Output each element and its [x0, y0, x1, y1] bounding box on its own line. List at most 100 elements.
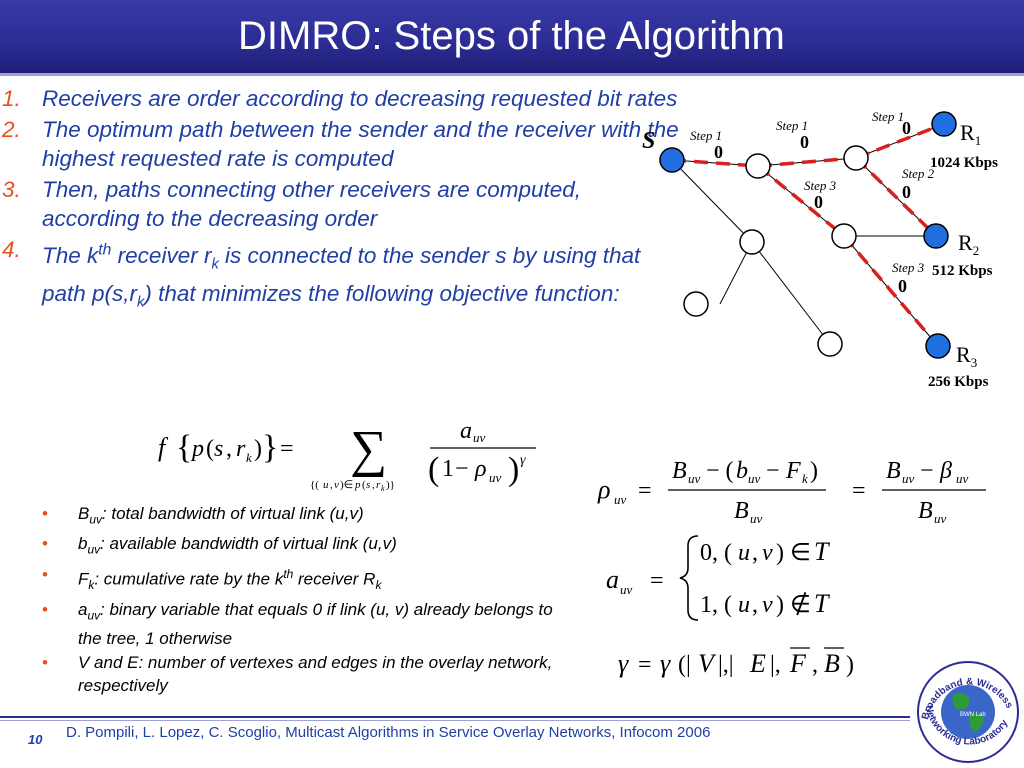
step-label: Step 1 — [776, 118, 808, 133]
svg-text:|,: |, — [770, 652, 781, 678]
svg-text:T: T — [814, 589, 830, 618]
overlay-node — [745, 153, 771, 179]
svg-text:uv: uv — [956, 471, 969, 486]
overlay-node — [683, 291, 709, 317]
step-label: Step 1 — [872, 109, 904, 124]
svg-text:R3: R3 — [956, 342, 977, 370]
svg-text:)∈: )∈ — [340, 479, 353, 491]
svg-text:p: p — [190, 436, 204, 462]
bullet-icon: • — [42, 534, 48, 554]
bwn-lab-logo: Broadband & Wireless Networking Laborato… — [917, 661, 1019, 763]
bullet-icon: • — [42, 564, 48, 584]
receiver-node-r3 — [925, 333, 951, 359]
rho-equation: ρ uv = B uv − ( b uv − F k ) B uv = B uv… — [597, 458, 986, 526]
step-text: Then, paths connecting other receivers a… — [42, 177, 582, 231]
bullet-icon: • — [42, 599, 48, 619]
svg-text:B: B — [918, 498, 933, 524]
page-number: 10 — [28, 732, 43, 747]
svg-text:B: B — [672, 458, 687, 484]
svg-text:)}: )} — [386, 479, 395, 491]
step-item: 1.Receivers are order according to decre… — [0, 84, 680, 113]
svg-text:uv: uv — [688, 471, 701, 486]
svg-text:r: r — [376, 479, 381, 491]
receiver-node-r1 — [931, 111, 957, 137]
svg-text:−: − — [766, 458, 780, 484]
receiver-rate: 1024 Kbps — [930, 155, 998, 171]
svg-text:) ∉: ) ∉ — [776, 591, 811, 618]
sender-label: S — [642, 128, 655, 154]
svg-text:(: ( — [362, 479, 366, 491]
svg-text:=: = — [280, 436, 294, 462]
svg-text:uv: uv — [489, 470, 502, 485]
svg-text:−: − — [455, 456, 469, 482]
svg-text:uv: uv — [902, 471, 915, 486]
svg-text:p: p — [354, 479, 361, 491]
svg-text:): ) — [810, 458, 818, 484]
svg-text:(: ( — [428, 451, 439, 488]
svg-text:,: , — [372, 479, 375, 491]
svg-text:∑: ∑ — [350, 421, 387, 478]
svg-text:|,|: |,| — [718, 652, 734, 678]
definitions-list: •Buv: total bandwidth of virtual link (u… — [38, 502, 558, 698]
receiver-rate: 512 Kbps — [932, 263, 993, 279]
svg-text:(|: (| — [678, 652, 691, 678]
step-item: 3. Then, paths connecting other receivers… — [0, 175, 680, 233]
svg-text:u: u — [738, 592, 750, 618]
step-label: Step 3 — [804, 178, 837, 193]
svg-text:β: β — [939, 458, 952, 484]
svg-text:s: s — [366, 479, 370, 491]
footer-rule — [0, 716, 910, 718]
svg-text:=: = — [852, 478, 866, 504]
svg-text:{(: {( — [310, 479, 319, 491]
step-text: The kth receiver rk is connected to the … — [42, 241, 641, 311]
svg-text:−: − — [920, 458, 934, 484]
svg-text:): ) — [508, 451, 519, 488]
svg-text:k: k — [246, 450, 252, 465]
svg-text:1: 1 — [442, 456, 454, 482]
svg-text:v: v — [762, 592, 773, 618]
svg-text:u: u — [323, 479, 329, 491]
svg-text:): ) — [254, 436, 262, 462]
svg-text:− (: − ( — [706, 458, 734, 484]
svg-text:,: , — [226, 436, 232, 462]
svg-text:T: T — [814, 537, 830, 566]
svg-text:B: B — [824, 649, 840, 678]
svg-text:v: v — [762, 540, 773, 566]
steps-list: 1.Receivers are order according to decre… — [0, 84, 680, 320]
zero-label: 0 — [902, 182, 911, 202]
svg-text:,: , — [812, 652, 818, 678]
svg-text:s: s — [214, 436, 223, 462]
svg-text:,: , — [752, 540, 758, 566]
svg-text:}: } — [262, 429, 278, 466]
svg-text:V: V — [698, 649, 717, 678]
svg-text:u: u — [738, 540, 750, 566]
svg-text:R2: R2 — [958, 230, 979, 258]
definition-item: •V and E: number of vertexes and edges i… — [42, 653, 553, 696]
receiver-index: 2 — [973, 243, 980, 258]
zero-label: 0 — [898, 276, 907, 296]
step-number: 3. — [2, 177, 21, 202]
logo-center-text: BWN Lab — [960, 712, 986, 718]
svg-text:{: { — [176, 429, 192, 466]
svg-text:γ: γ — [520, 453, 526, 468]
zero-label: 0 — [814, 192, 823, 212]
objective-function: f { p ( s , r k ) } = ∑ {( u , v )∈ p ( … — [158, 418, 536, 493]
zero-label: 0 — [714, 142, 723, 162]
definition-item: •buv: available bandwidth of virtual lin… — [42, 534, 397, 557]
step-number: 4. — [2, 237, 21, 262]
receiver-name: R — [958, 230, 973, 255]
svg-text:k: k — [802, 471, 808, 486]
svg-text:B: B — [734, 498, 749, 524]
receiver-index: 3 — [971, 355, 978, 370]
svg-text:uv: uv — [614, 492, 627, 507]
title-bar: DIMRO: Steps of the Algorithm — [0, 0, 1024, 76]
overlay-node — [817, 331, 843, 357]
svg-text:r: r — [236, 436, 246, 462]
network-diagram: S Step 1 Step 1 Step 1 Step 2 Step 3 Ste… — [642, 109, 998, 390]
step-number: 1. — [2, 86, 21, 111]
step-label: Step 1 — [690, 128, 722, 143]
svg-text:γ: γ — [618, 649, 629, 678]
svg-text:uv: uv — [473, 430, 486, 445]
svg-text:a: a — [460, 418, 472, 444]
svg-text:): ) — [846, 652, 854, 678]
